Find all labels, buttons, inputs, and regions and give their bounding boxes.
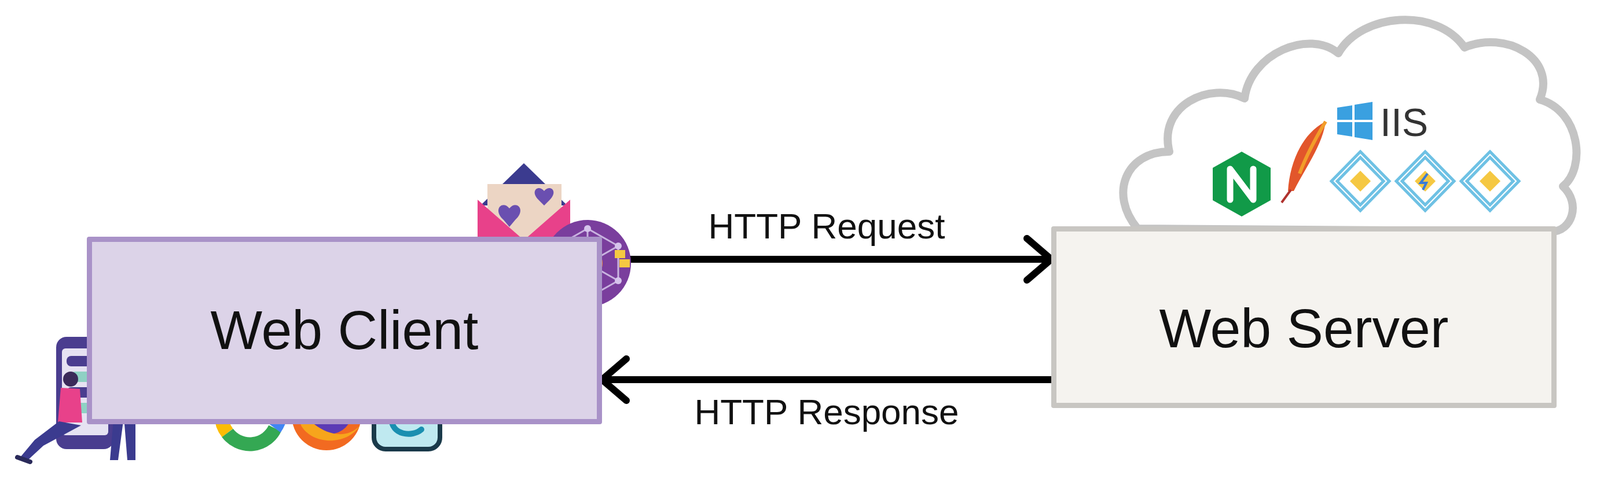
arrow-line (602, 255, 1052, 263)
box-title: Web Server (1159, 296, 1449, 361)
arrow-head (602, 358, 627, 401)
chain-gems (1349, 170, 1501, 192)
apache-feather (1281, 121, 1326, 203)
cloud-outline (1123, 19, 1577, 232)
server-name: IIS (1380, 100, 1429, 145)
edge-label: HTTP Response (688, 390, 965, 434)
nginx-logo (1212, 151, 1271, 217)
arrow-head (1026, 238, 1052, 281)
box-title: Web Client (210, 298, 479, 362)
arrow-line (602, 376, 1052, 384)
windows-logo (1337, 101, 1373, 141)
process-box: Web Server (1051, 226, 1557, 409)
edge-label: HTTP Request (702, 204, 952, 248)
process-box: Web Client (86, 236, 603, 425)
chain-logo (1331, 151, 1519, 211)
